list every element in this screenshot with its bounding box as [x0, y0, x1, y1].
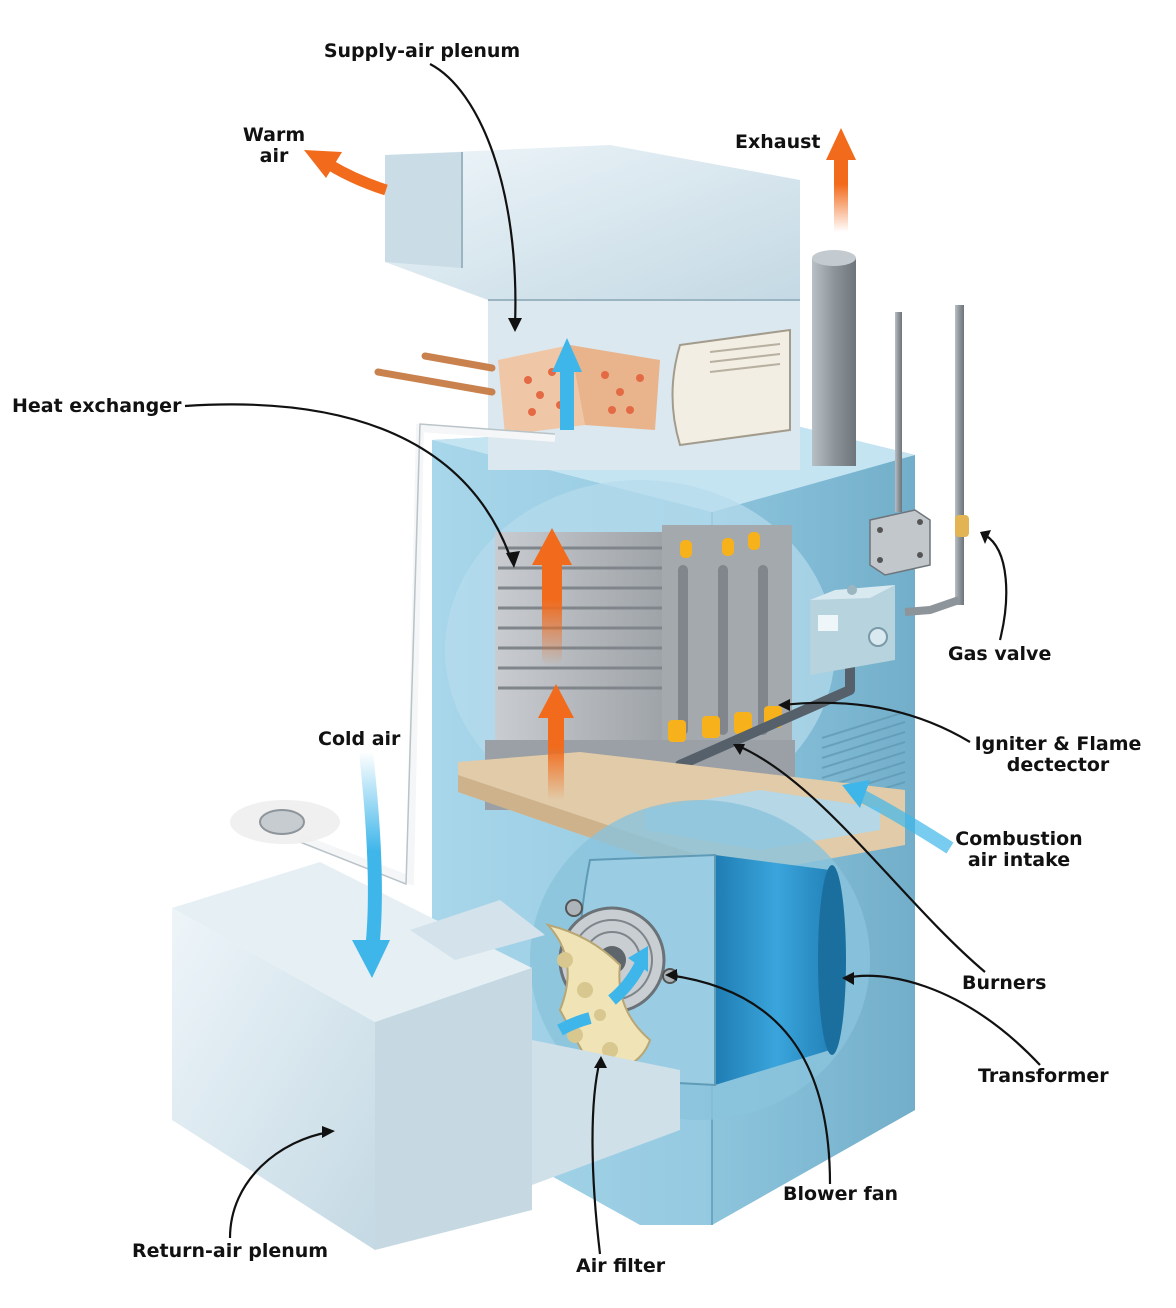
label-heat-exchanger: Heat exchanger: [12, 395, 182, 417]
blower-compartment: [530, 800, 870, 1120]
gas-valve: [955, 515, 969, 537]
heat-arrow-icon: [532, 528, 574, 800]
condensate-drain: [298, 423, 556, 886]
label-combustion-line1: Combustion: [955, 828, 1083, 850]
control-box: [810, 585, 895, 675]
evaporator-coil: [498, 345, 660, 435]
leader-air-filter: [591, 1059, 602, 1255]
cool-air-arrow-icon: [352, 338, 954, 1036]
leader-blower: [667, 973, 832, 1185]
label-combustion-line2: air intake: [967, 849, 1071, 871]
label-igniter-line1: Igniter & Flame: [974, 733, 1142, 755]
label-burners: Burners: [962, 972, 1047, 994]
supply-air-plenum: [385, 145, 800, 470]
label-blower-fan: Blower fan: [783, 1183, 899, 1205]
label-supply-air-plenum: Supply-air plenum: [323, 40, 521, 62]
label-combustion-air-intake: Combustion air intake: [950, 829, 1088, 871]
leader-lines: [184, 63, 1041, 1255]
leader-supply: [429, 63, 517, 326]
label-cold-air: Cold air: [318, 728, 401, 750]
label-warm-air-line1: Warm: [242, 124, 306, 146]
leader-gas-valve: [984, 534, 1008, 641]
refrigerant-lines: [374, 352, 496, 396]
leader-burners: [735, 743, 986, 973]
label-igniter-flame-detector: Igniter & Flame dectector: [972, 734, 1144, 776]
label-return-air-plenum: Return-air plenum: [132, 1240, 329, 1262]
exhaust-arrow-icon: [826, 128, 856, 232]
flame-windows: [680, 532, 760, 558]
exhaust-flue: [812, 250, 856, 466]
return-air-plenum: [172, 862, 680, 1250]
label-air-filter: Air filter: [576, 1255, 666, 1277]
leader-transformer: [845, 974, 1041, 1066]
label-warm-air-line2: air: [259, 145, 289, 167]
leader-igniter: [781, 701, 971, 743]
warm-air-arrow-icon: [304, 150, 388, 196]
leader-return: [228, 1130, 331, 1239]
label-gas-valve: Gas valve: [948, 643, 1052, 665]
label-transformer: Transformer: [978, 1065, 1109, 1087]
humidifier: [671, 328, 791, 447]
label-warm-air: Warm air: [238, 125, 310, 167]
label-exhaust: Exhaust: [735, 131, 821, 153]
condensate-drain-outline: [299, 423, 556, 886]
label-igniter-line2: dectector: [1006, 754, 1110, 776]
air-filter: [545, 923, 652, 1077]
leader-heat-exchanger: [184, 403, 514, 563]
gas-line: [869, 305, 969, 616]
